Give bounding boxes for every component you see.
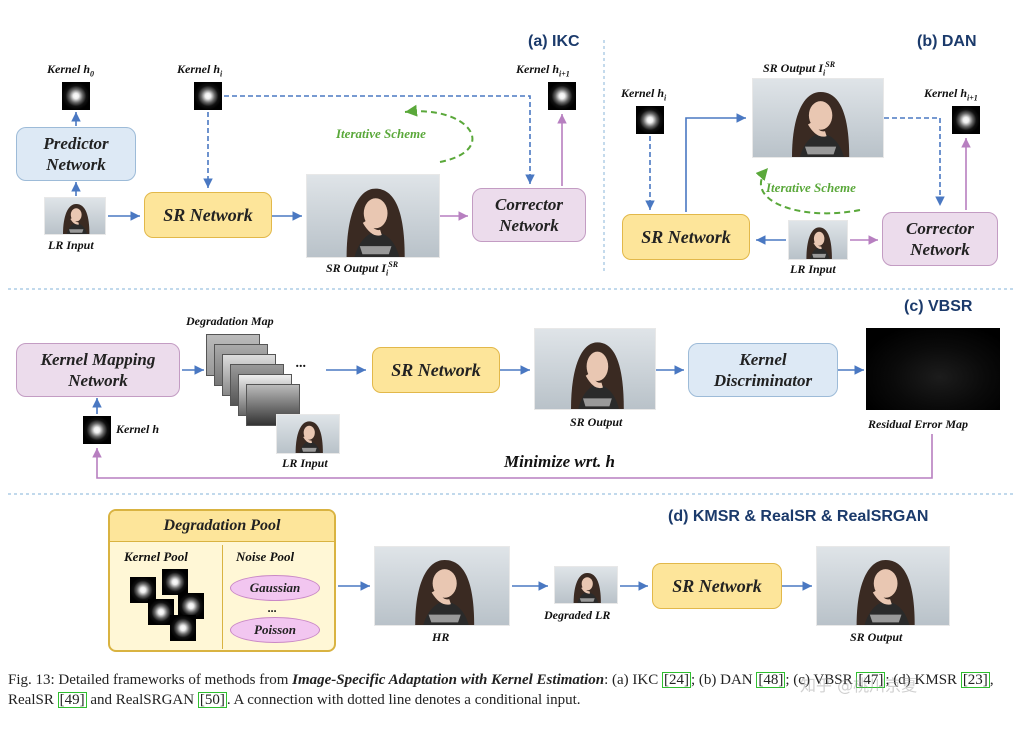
vbsr-kernel-mapping-network: Kernel Mapping Network	[16, 343, 180, 397]
kmsr-sr-network: SR Network	[652, 563, 782, 609]
ref-link-50[interactable]: [50]	[197, 692, 227, 708]
vbsr-kernel-h-image	[83, 416, 111, 444]
vbsr-kernel-discriminator: Kernel Discriminator	[688, 343, 838, 397]
ikc-lr-input-label: LR Input	[48, 238, 94, 252]
vbsr-stack-dots: ...	[296, 356, 307, 371]
ikc-sr-output-label: SR Output IiSR	[326, 260, 399, 278]
vbsr-lr-input-image	[276, 414, 340, 454]
ikc-lr-input-image	[44, 197, 106, 235]
kmsr-pool-divider	[222, 545, 223, 649]
ref-link-24[interactable]: [24]	[661, 672, 691, 688]
panel-title-ikc: (a) IKC	[528, 33, 580, 50]
dan-kernel-hi-label: Kernel hi	[621, 86, 667, 103]
kmsr-degraded-lr-label: Degraded LR	[544, 608, 611, 622]
panel-title-kmsr: (d) KMSR & RealSR & RealSRGAN	[668, 508, 929, 525]
ikc-predictor-network: Predictor Network	[16, 127, 136, 181]
ref-link-47[interactable]: [47]	[856, 672, 886, 688]
ikc-sr-output-image	[306, 174, 440, 258]
ikc-kernel-hi1-image	[548, 82, 576, 110]
dan-arrow-sr-output	[685, 113, 746, 212]
dan-lr-input-label: LR Input	[790, 262, 836, 276]
kmsr-degradation-pool-title: Degradation Pool	[110, 511, 334, 542]
kmsr-poisson-option: Poisson	[230, 617, 320, 643]
vbsr-minimize-label: Minimize wrt. h	[504, 452, 616, 471]
ikc-kernel-hi1-label: Kernel hi+1	[516, 62, 570, 79]
ikc-kernel-hi-image	[194, 82, 222, 110]
vbsr-kernel-h-label: Kernel h	[116, 422, 160, 436]
dan-kernel-hi1-label: Kernel hi+1	[924, 86, 978, 103]
ikc-kernel-h0-label: Kernel h0	[47, 62, 95, 79]
kmsr-hr-label: HR	[432, 630, 450, 644]
kmsr-noise-ellipsis: ...	[268, 601, 277, 615]
vbsr-sr-output-label: SR Output	[570, 415, 623, 429]
vbsr-residual-error-image	[866, 328, 1000, 410]
dan-lr-input-image	[788, 220, 848, 260]
ikc-iterative-curve	[404, 104, 474, 163]
ikc-kernel-hi-label: Kernel hi	[177, 62, 223, 79]
kmsr-noise-pool-label: Noise Pool	[236, 549, 295, 564]
vbsr-feedback-line	[92, 434, 933, 479]
kmsr-kernel-pool-images	[126, 569, 216, 641]
ikc-dotted-kernel-corrector	[224, 95, 535, 184]
kmsr-hr-image	[374, 546, 510, 626]
vbsr-degradation-map-stack	[206, 334, 346, 454]
dan-iterative-curve	[755, 167, 861, 215]
ref-link-48[interactable]: [48]	[756, 672, 786, 688]
dan-corrector-network: Corrector Network	[882, 212, 998, 266]
dan-sr-output-label: SR Output IiSR	[763, 60, 836, 78]
watermark: 知乎 @桃川京夏	[800, 676, 918, 695]
dan-kernel-hi1-image	[952, 106, 980, 134]
dan-kernel-hi-image	[636, 106, 664, 134]
kmsr-sr-output-label: SR Output	[850, 630, 903, 644]
figure-caption: Fig. 13: Detailed frameworks of methods …	[8, 672, 994, 708]
vbsr-degradation-map-label: Degradation Map	[186, 314, 274, 328]
vbsr-residual-error-label: Residual Error Map	[868, 417, 969, 431]
dan-sr-network: SR Network	[622, 214, 750, 260]
ikc-kernel-h0-image	[62, 82, 90, 110]
ikc-corrector-network: Corrector Network	[472, 188, 586, 242]
dan-sr-output-image	[752, 78, 884, 158]
vbsr-lr-input-label: LR Input	[282, 456, 328, 470]
kmsr-degradation-pool: Degradation Pool Kernel Pool Noise Pool …	[108, 509, 336, 652]
vbsr-sr-output-image	[534, 328, 656, 410]
ref-link-49[interactable]: [49]	[57, 692, 87, 708]
dan-dotted-output-corrector	[884, 117, 945, 206]
ikc-sr-network: SR Network	[144, 192, 272, 238]
vbsr-sr-network: SR Network	[372, 347, 500, 393]
ikc-iterative-scheme: Iterative Scheme	[336, 126, 426, 141]
panel-title-dan: (b) DAN	[917, 33, 977, 50]
kmsr-degraded-lr-image	[554, 566, 618, 604]
kmsr-kernel-pool-label: Kernel Pool	[124, 549, 188, 564]
ref-link-23[interactable]: [23]	[960, 672, 990, 688]
dan-iterative-scheme: Iterative Scheme	[766, 180, 856, 195]
kmsr-gaussian-option: Gaussian	[230, 575, 320, 601]
kmsr-sr-output-image	[816, 546, 950, 626]
panel-title-vbsr: (c) VBSR	[904, 298, 973, 315]
